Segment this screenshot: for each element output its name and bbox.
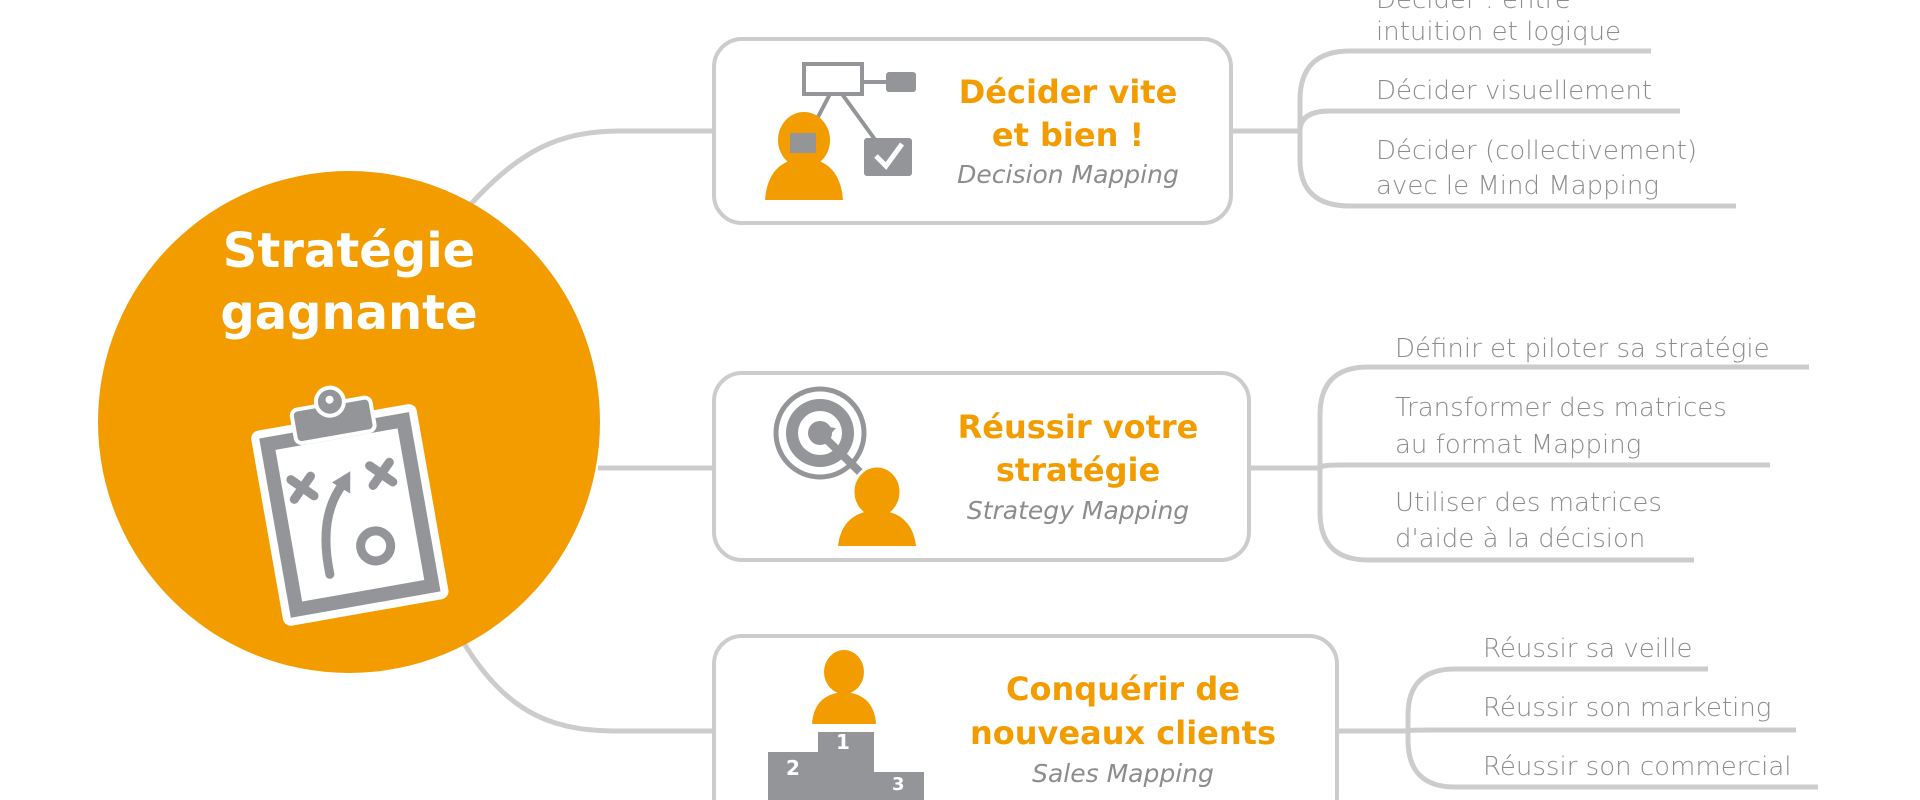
branch-3-title-line1: Conquérir de bbox=[1006, 670, 1240, 708]
branch-3-title-line2: nouveaux clients bbox=[970, 714, 1276, 752]
target-person-icon bbox=[773, 386, 916, 546]
branch-1-subtitle: Decision Mapping bbox=[957, 160, 1179, 189]
center-title-line1: Stratégie bbox=[222, 223, 476, 279]
connector-branch-3 bbox=[459, 638, 714, 734]
leaf-3-1: Réussir sa veille bbox=[1483, 634, 1693, 664]
leaf-connector bbox=[1297, 48, 1651, 131]
podium-rank-3: 3 bbox=[892, 774, 905, 795]
leaf-1-3-line2: avec le Mind Mapping bbox=[1376, 171, 1659, 201]
branch-1-title-line1: Décider vite bbox=[958, 73, 1178, 111]
leaf-1-1-line2: intuition et logique bbox=[1376, 17, 1622, 47]
podium-rank-2: 2 bbox=[786, 756, 800, 780]
connector-branch-1 bbox=[468, 128, 714, 207]
leaf-3-3: Réussir son commercial bbox=[1483, 752, 1792, 782]
leaf-1-1-line1: Décider : entre bbox=[1376, 0, 1571, 15]
leaf-1-2: Décider visuellement bbox=[1376, 76, 1653, 106]
leaf-connector bbox=[1297, 131, 1736, 209]
branch-2-title-line1: Réussir votre bbox=[957, 408, 1199, 446]
branch-1-title-line2: et bien ! bbox=[991, 116, 1145, 154]
leaf-1-3-line1: Décider (collectivement) bbox=[1376, 136, 1698, 166]
leaf-2-1: Définir et piloter sa stratégie bbox=[1395, 334, 1770, 364]
clipboard-strategy-icon bbox=[251, 385, 449, 626]
leaf-3-2: Réussir son marketing bbox=[1483, 693, 1772, 723]
leaf-connector bbox=[1297, 108, 1680, 132]
leaf-2-3-line2: d'aide à la décision bbox=[1395, 524, 1646, 554]
leaf-2-2-line2: au format Mapping bbox=[1395, 430, 1642, 460]
center-title-line2: gagnante bbox=[220, 285, 478, 341]
branch-2-subtitle: Strategy Mapping bbox=[966, 496, 1190, 525]
branch-2-title-line2: stratégie bbox=[995, 451, 1161, 489]
leaf-2-3-line1: Utiliser des matrices bbox=[1395, 488, 1662, 518]
branch-3-subtitle: Sales Mapping bbox=[1032, 759, 1214, 788]
podium-person-icon bbox=[768, 650, 924, 800]
podium-rank-1: 1 bbox=[836, 730, 850, 754]
decision-tree-icon bbox=[765, 62, 916, 200]
leaf-2-2-line1: Transformer des matrices bbox=[1395, 393, 1727, 423]
